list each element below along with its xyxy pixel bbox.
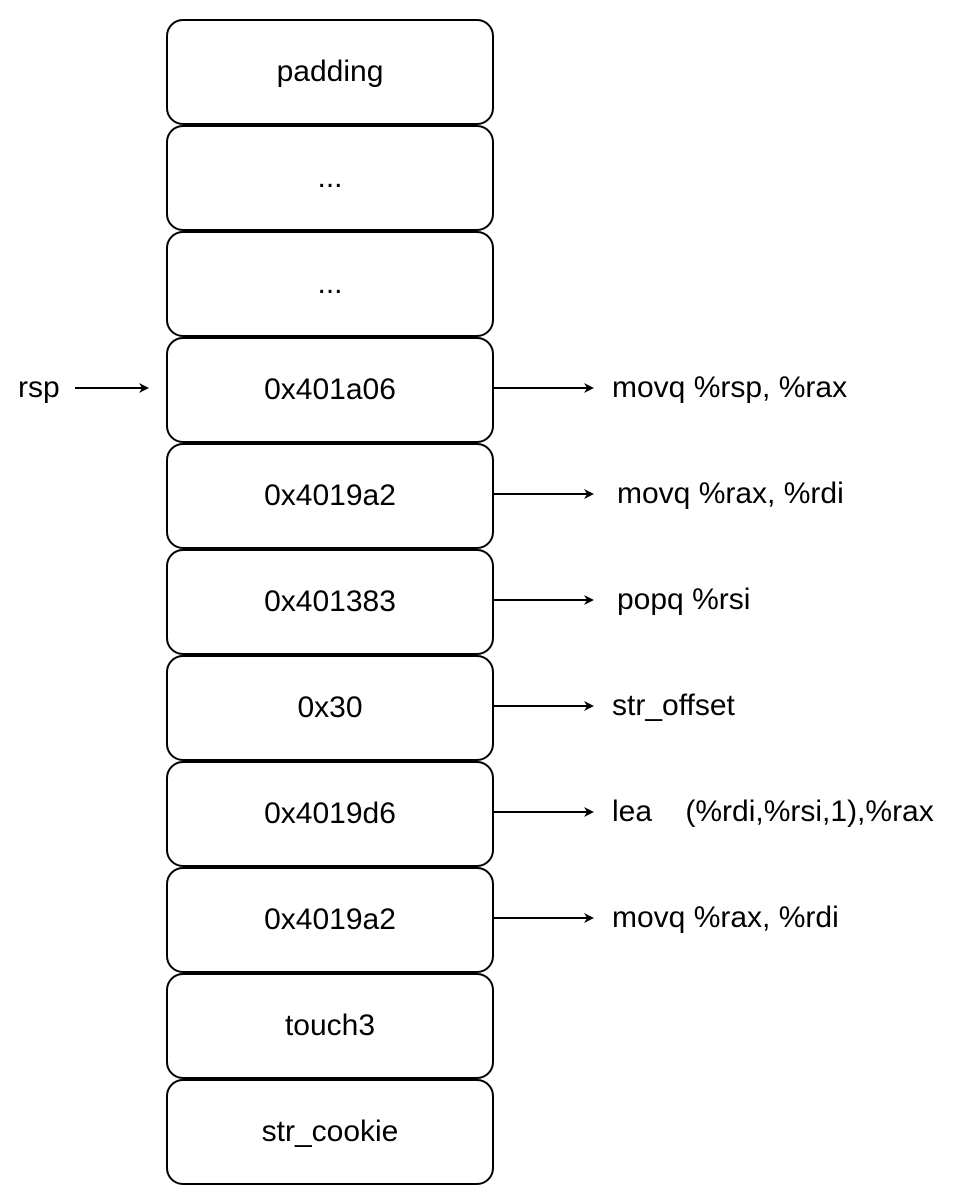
stack-cell-box	[166, 549, 494, 655]
stack-cell-label: ...	[317, 161, 342, 194]
annotation: str_offset	[494, 689, 736, 722]
stack-cell: str_cookie	[166, 1079, 494, 1185]
rsp-label: rsp	[18, 371, 60, 404]
annotation-label: movq %rsp, %rax	[612, 371, 847, 404]
annotation-label: movq %rax, %rdi	[617, 477, 844, 510]
annotation: movq %rax, %rdi	[494, 477, 844, 510]
stack-cell: ...	[166, 125, 494, 231]
stack-cell: ...	[166, 231, 494, 337]
stack-cell-label: padding	[277, 55, 384, 88]
stack-cell: 0x4019a2	[166, 867, 494, 973]
annotation-label: lea (%rdi,%rsi,1),%rax	[612, 795, 934, 828]
stack-cell-box	[166, 655, 494, 761]
stack-cells: padding...... 0x401a06 0x4019a2 0x401383 0x3…	[166, 19, 494, 1185]
stack-cell-label: 0x4019a2	[264, 479, 396, 512]
stack-cell-box	[166, 1079, 494, 1185]
annotation: popq %rsi	[494, 583, 750, 616]
annotation-label: str_offset	[612, 689, 736, 722]
stack-cell-label: 0x401a06	[264, 373, 396, 406]
rsp-pointer: rsp	[18, 371, 149, 404]
stack-cell: padding	[166, 19, 494, 125]
annotation-label: popq %rsi	[617, 583, 750, 616]
stack-cell-label: 0x401383	[264, 585, 396, 618]
stack-cell: touch3	[166, 973, 494, 1079]
annotation-label: movq %rax, %rdi	[612, 901, 839, 934]
stack-cell-label: str_cookie	[262, 1115, 399, 1148]
stack-cell-label: 0x4019d6	[264, 797, 396, 830]
stack-cell: 0x4019a2	[166, 443, 494, 549]
stack-cell-box	[166, 125, 494, 231]
stack-cell-label: touch3	[285, 1009, 375, 1042]
stack-cell-label: 0x30	[297, 691, 362, 724]
annotation: movq %rsp, %rax	[494, 371, 847, 404]
instruction-annotations: movq %rsp, %rax movq %rax, %rdi popq %rsi s…	[494, 371, 934, 934]
stack-cell-box	[166, 761, 494, 867]
stack-cell: 0x401383	[166, 549, 494, 655]
stack-cell-box	[166, 973, 494, 1079]
stack-cell: 0x30	[166, 655, 494, 761]
stack-cell-box	[166, 337, 494, 443]
stack-cell-box	[166, 231, 494, 337]
stack-cell-box	[166, 443, 494, 549]
stack-cell-label: 0x4019a2	[264, 903, 396, 936]
annotation: movq %rax, %rdi	[494, 901, 839, 934]
stack-cell: 0x4019d6	[166, 761, 494, 867]
annotation: lea (%rdi,%rsi,1),%rax	[494, 795, 934, 828]
stack-cell-box	[166, 867, 494, 973]
stack-cell: 0x401a06	[166, 337, 494, 443]
stack-cell-label: ...	[317, 267, 342, 300]
stack-cell-box	[166, 19, 494, 125]
